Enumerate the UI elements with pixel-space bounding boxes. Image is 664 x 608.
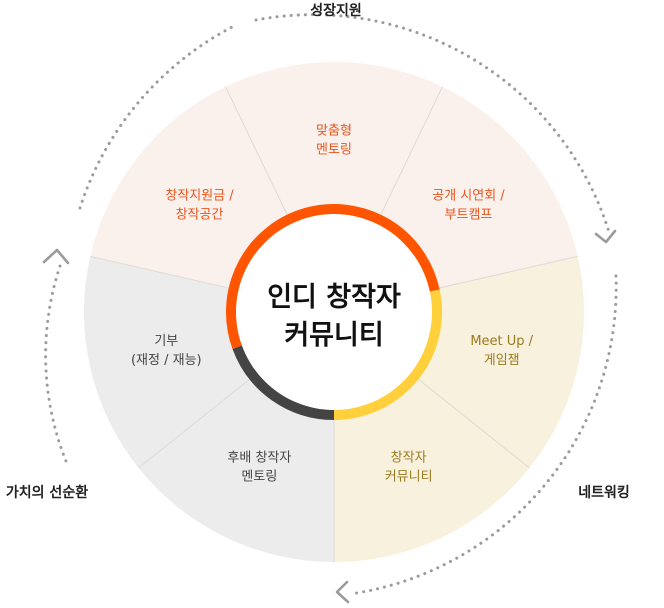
segment-label-line: 공개 시연회 /: [432, 188, 505, 203]
segment-label-line: 기부: [154, 334, 178, 349]
segment-label-1: 공개 시연회 / 부트캠프: [432, 188, 505, 222]
segment-label-line: 맞춤형: [316, 124, 352, 139]
segment-label-line: 게임잼: [484, 353, 520, 368]
segment-label-line: 창작자: [391, 450, 427, 465]
segment-label-5: 기부 (재정 / 재능): [131, 334, 202, 368]
segment-label-line: 커뮤니티: [385, 469, 433, 484]
segment-0: [225, 62, 443, 313]
center-disc: [236, 214, 432, 410]
cycle-arc-top: [254, 13, 611, 234]
label-growth-support: 성장지원: [310, 2, 362, 19]
ring-arc-value: [232, 343, 335, 420]
center-ring: [226, 204, 442, 420]
label-virtuous-cycle: 가치의 선순환: [6, 484, 88, 501]
arrow-head-right-icon: [594, 229, 617, 244]
segment-label-line: 창작지원금 /: [165, 188, 234, 203]
segment-label-line: 부트캠프: [445, 207, 493, 222]
segment-label-2: Meet Up / 게임잼: [470, 334, 533, 368]
center-title-line1: 인디 창작자: [267, 282, 401, 313]
arrow-head-up-icon: [42, 248, 70, 265]
segment-label-line: 창작공간: [176, 207, 224, 222]
cycle-arc-left: [44, 264, 70, 468]
cycle-arc-left-top: [78, 24, 236, 210]
ring-arc-network: [333, 289, 442, 420]
ring-arc-growth: [226, 204, 440, 349]
segment-label-line: 후배 창작자: [227, 450, 291, 465]
segment-label-line: 멘토링: [316, 143, 352, 158]
label-networking: 네트워킹: [578, 484, 630, 501]
segment-label-line: 멘토링: [241, 469, 277, 484]
cycle-arc-bottom: [348, 274, 618, 596]
segment-label-line: Meet Up /: [470, 334, 533, 349]
segment-label-line: (재정 / 재능): [131, 353, 202, 368]
center-title-line2: 커뮤니티: [284, 320, 383, 351]
arrow-head-bottom-icon: [335, 580, 350, 604]
segment-label-6: 창작지원금 / 창작공간: [165, 188, 234, 222]
